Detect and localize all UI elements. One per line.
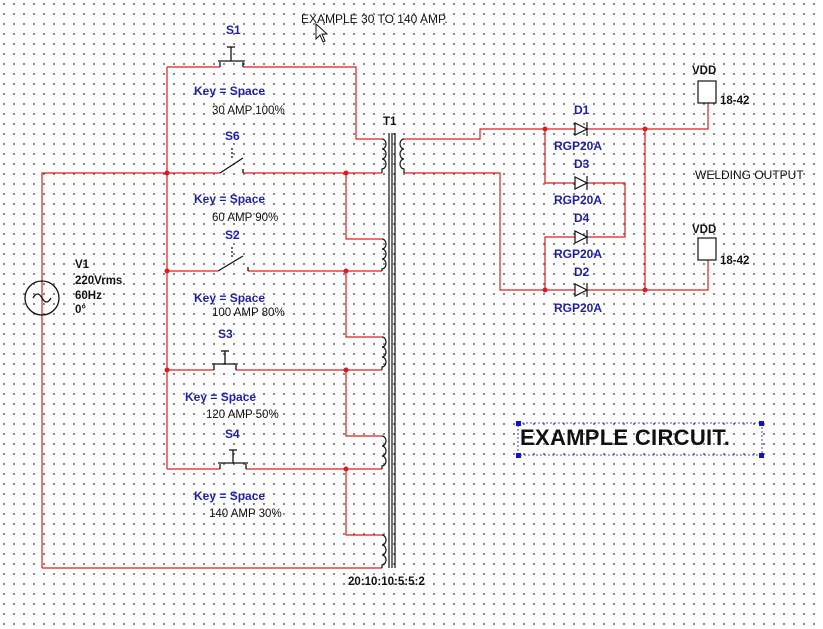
junctions bbox=[164, 126, 648, 472]
diode-d2-name: D2 bbox=[574, 265, 590, 279]
diode-d1-name: D1 bbox=[574, 103, 590, 117]
diode-d3[interactable] bbox=[574, 176, 589, 190]
vdd-terminal-1[interactable] bbox=[697, 80, 717, 104]
mouse-cursor-icon bbox=[315, 22, 329, 43]
diode-d4-name: D4 bbox=[574, 211, 590, 225]
switch-symbols bbox=[212, 46, 249, 469]
diodes bbox=[574, 122, 589, 297]
transformer-name: T1 bbox=[383, 116, 397, 128]
switch-s1-key: Key = Space bbox=[194, 84, 266, 98]
vdd-terminal-2[interactable] bbox=[697, 237, 717, 261]
diode-d1[interactable] bbox=[574, 122, 589, 136]
source-phase: 0° bbox=[75, 304, 86, 316]
vdd-terminals bbox=[697, 80, 717, 261]
switch-s1-name: S1 bbox=[226, 23, 241, 37]
vdd-1-name: VDD bbox=[692, 65, 717, 77]
diode-d4[interactable] bbox=[574, 230, 589, 244]
switch-s3-rating: 120 AMP 50% bbox=[206, 409, 279, 421]
diode-d2[interactable] bbox=[574, 283, 589, 297]
diode-d2-part: RGP20A bbox=[554, 301, 603, 315]
diode-d3-name: D3 bbox=[574, 157, 590, 171]
switch-s2-name: S2 bbox=[225, 228, 240, 242]
switch-s3[interactable] bbox=[212, 350, 238, 370]
switch-s3-name: S3 bbox=[218, 327, 233, 341]
selection-handle-tl[interactable] bbox=[516, 421, 521, 426]
wires bbox=[41, 66, 709, 569]
welding-output-label: WELDING OUTPUT bbox=[695, 168, 804, 182]
switch-s2[interactable] bbox=[217, 247, 249, 272]
switch-s4-rating: 140 AMP 30% bbox=[209, 508, 282, 520]
vdd-2-name: VDD bbox=[692, 224, 717, 236]
diode-d1-part: RGP20A bbox=[554, 139, 603, 153]
switch-s6[interactable] bbox=[219, 148, 244, 174]
transformer-t1[interactable] bbox=[381, 133, 405, 568]
source-name: V1 bbox=[75, 259, 90, 271]
diode-d4-part: RGP20A bbox=[554, 247, 603, 261]
source-voltage: 220Vrms bbox=[75, 275, 123, 287]
vdd-2-value: 18-42 bbox=[720, 255, 750, 267]
source-frequency: 60Hz bbox=[75, 290, 102, 302]
selection-handle-br[interactable] bbox=[759, 453, 764, 458]
switch-s4-key: Key = Space bbox=[194, 489, 266, 503]
switch-s6-rating: 60 AMP 90% bbox=[212, 212, 279, 224]
selection-handle-tr[interactable] bbox=[759, 421, 764, 426]
switch-s6-key: Key = Space bbox=[194, 192, 266, 206]
selection-handle-bl[interactable] bbox=[516, 453, 521, 458]
title-note: EXAMPLE 30 TO 140 AMP. bbox=[301, 12, 448, 26]
transformer-ratio: 20:10:10:5:5:2 bbox=[348, 576, 425, 588]
switch-s2-key: Key = Space bbox=[194, 291, 266, 305]
switch-s1-rating: 30 AMP 100% bbox=[212, 105, 285, 117]
switch-s4[interactable] bbox=[218, 449, 248, 469]
switch-s6-name: S6 bbox=[225, 129, 240, 143]
example-circuit-text[interactable]: EXAMPLE CIRCUIT. bbox=[520, 425, 731, 450]
vdd-1-value: 18-42 bbox=[720, 95, 750, 107]
switch-s1[interactable] bbox=[218, 46, 245, 67]
switch-s4-name: S4 bbox=[225, 427, 240, 441]
switch-s3-key: Key = Space bbox=[185, 390, 257, 404]
selection-outline bbox=[517, 422, 763, 456]
ac-source-v1[interactable] bbox=[24, 280, 60, 316]
diode-d3-part: RGP20A bbox=[554, 193, 603, 207]
switch-s2-rating: 100 AMP 80% bbox=[212, 307, 285, 319]
